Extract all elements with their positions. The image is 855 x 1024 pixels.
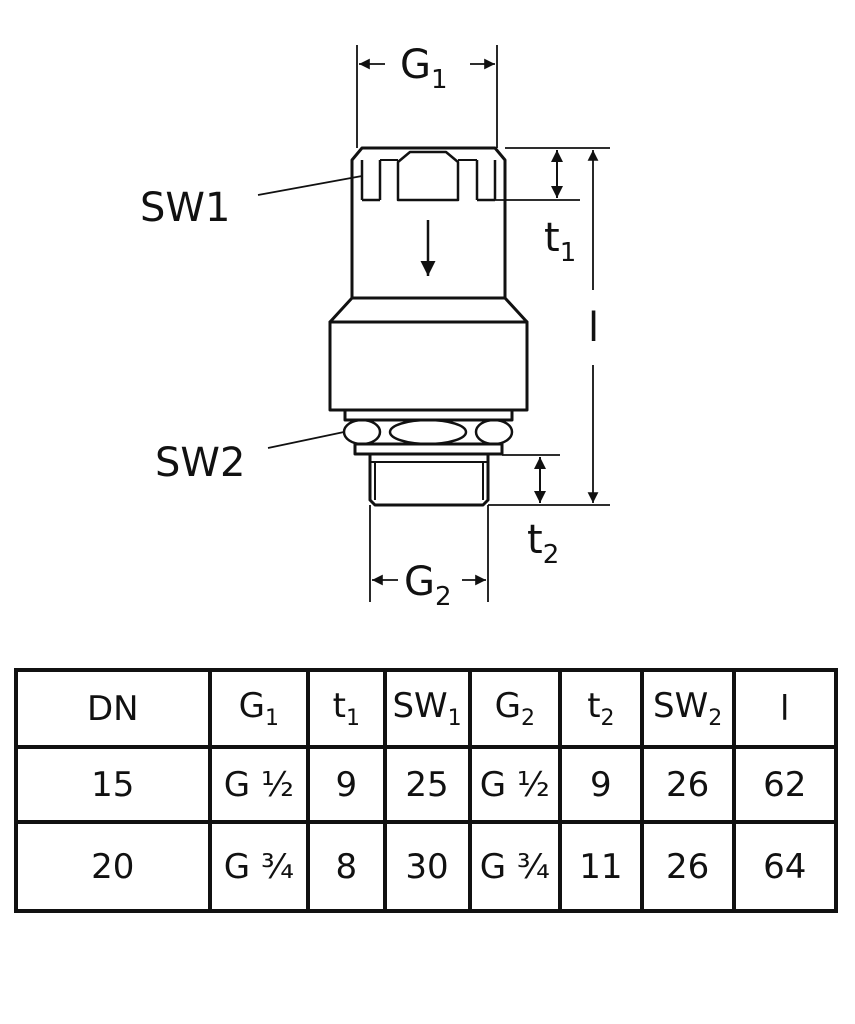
cell: G ½ bbox=[467, 745, 563, 824]
nut-hex-right bbox=[474, 418, 514, 446]
cell: G ½ bbox=[207, 745, 311, 824]
header-sw1: SW1 bbox=[382, 668, 472, 749]
cell: 9 bbox=[306, 745, 387, 824]
cell: G ¾ bbox=[467, 820, 563, 913]
label-base: t bbox=[544, 215, 560, 261]
sw2-leader bbox=[267, 431, 345, 449]
header-l: l bbox=[731, 668, 838, 749]
nut-hex-left bbox=[342, 418, 382, 446]
label-sub: 2 bbox=[435, 582, 452, 612]
header-g2: G2 bbox=[467, 668, 563, 749]
cell: 30 bbox=[382, 820, 472, 913]
label-t1: t1 bbox=[544, 218, 576, 266]
cell: 15 bbox=[14, 745, 212, 824]
nut-hex-center bbox=[388, 418, 468, 446]
cell: G ¾ bbox=[207, 820, 311, 913]
thread bbox=[368, 454, 490, 507]
fitting-drawing bbox=[257, 45, 610, 602]
label-sw1: SW1 bbox=[140, 185, 231, 231]
label-base: t bbox=[527, 517, 543, 563]
dimensions-table: DN G1 t1 SW1 G2 t2 SW2 l 15 G ½ 9 25 G ½… bbox=[14, 668, 838, 913]
flare bbox=[328, 296, 529, 324]
header-dn: DN bbox=[14, 668, 212, 749]
table-row: 15 G ½ 9 25 G ½ 9 26 62 bbox=[14, 745, 838, 824]
cell: 26 bbox=[639, 820, 736, 913]
cell: 64 bbox=[731, 820, 838, 913]
label-g1: G1 bbox=[400, 45, 448, 93]
header-t2: t2 bbox=[558, 668, 644, 749]
label-sub: 1 bbox=[559, 238, 577, 268]
table-header-row: DN G1 t1 SW1 G2 t2 SW2 l bbox=[14, 668, 838, 749]
label-sub: 1 bbox=[431, 65, 448, 95]
wide-body bbox=[328, 320, 529, 412]
slot-center bbox=[396, 150, 460, 202]
cell: 20 bbox=[14, 820, 212, 913]
cell: 62 bbox=[731, 745, 838, 824]
label-base: G bbox=[400, 42, 431, 88]
header-sw2: SW2 bbox=[639, 668, 736, 749]
cell: 26 bbox=[639, 745, 736, 824]
cell: 9 bbox=[558, 745, 644, 824]
table-row: 20 G ¾ 8 30 G ¾ 11 26 64 bbox=[14, 820, 838, 913]
slot-left bbox=[360, 160, 382, 202]
label-sw2: SW2 bbox=[155, 440, 246, 486]
cell: 11 bbox=[558, 820, 644, 913]
label-g2: G2 bbox=[404, 562, 452, 610]
label-l: l bbox=[588, 305, 600, 351]
header-g1: G1 bbox=[207, 668, 311, 749]
header-t1: t1 bbox=[306, 668, 387, 749]
label-base: G bbox=[404, 559, 435, 605]
slot-right bbox=[475, 160, 497, 202]
label-t2: t2 bbox=[527, 520, 559, 568]
sw1-leader bbox=[257, 175, 363, 196]
cell: 8 bbox=[306, 820, 387, 913]
label-sub: 2 bbox=[542, 540, 560, 570]
cell: 25 bbox=[382, 745, 472, 824]
